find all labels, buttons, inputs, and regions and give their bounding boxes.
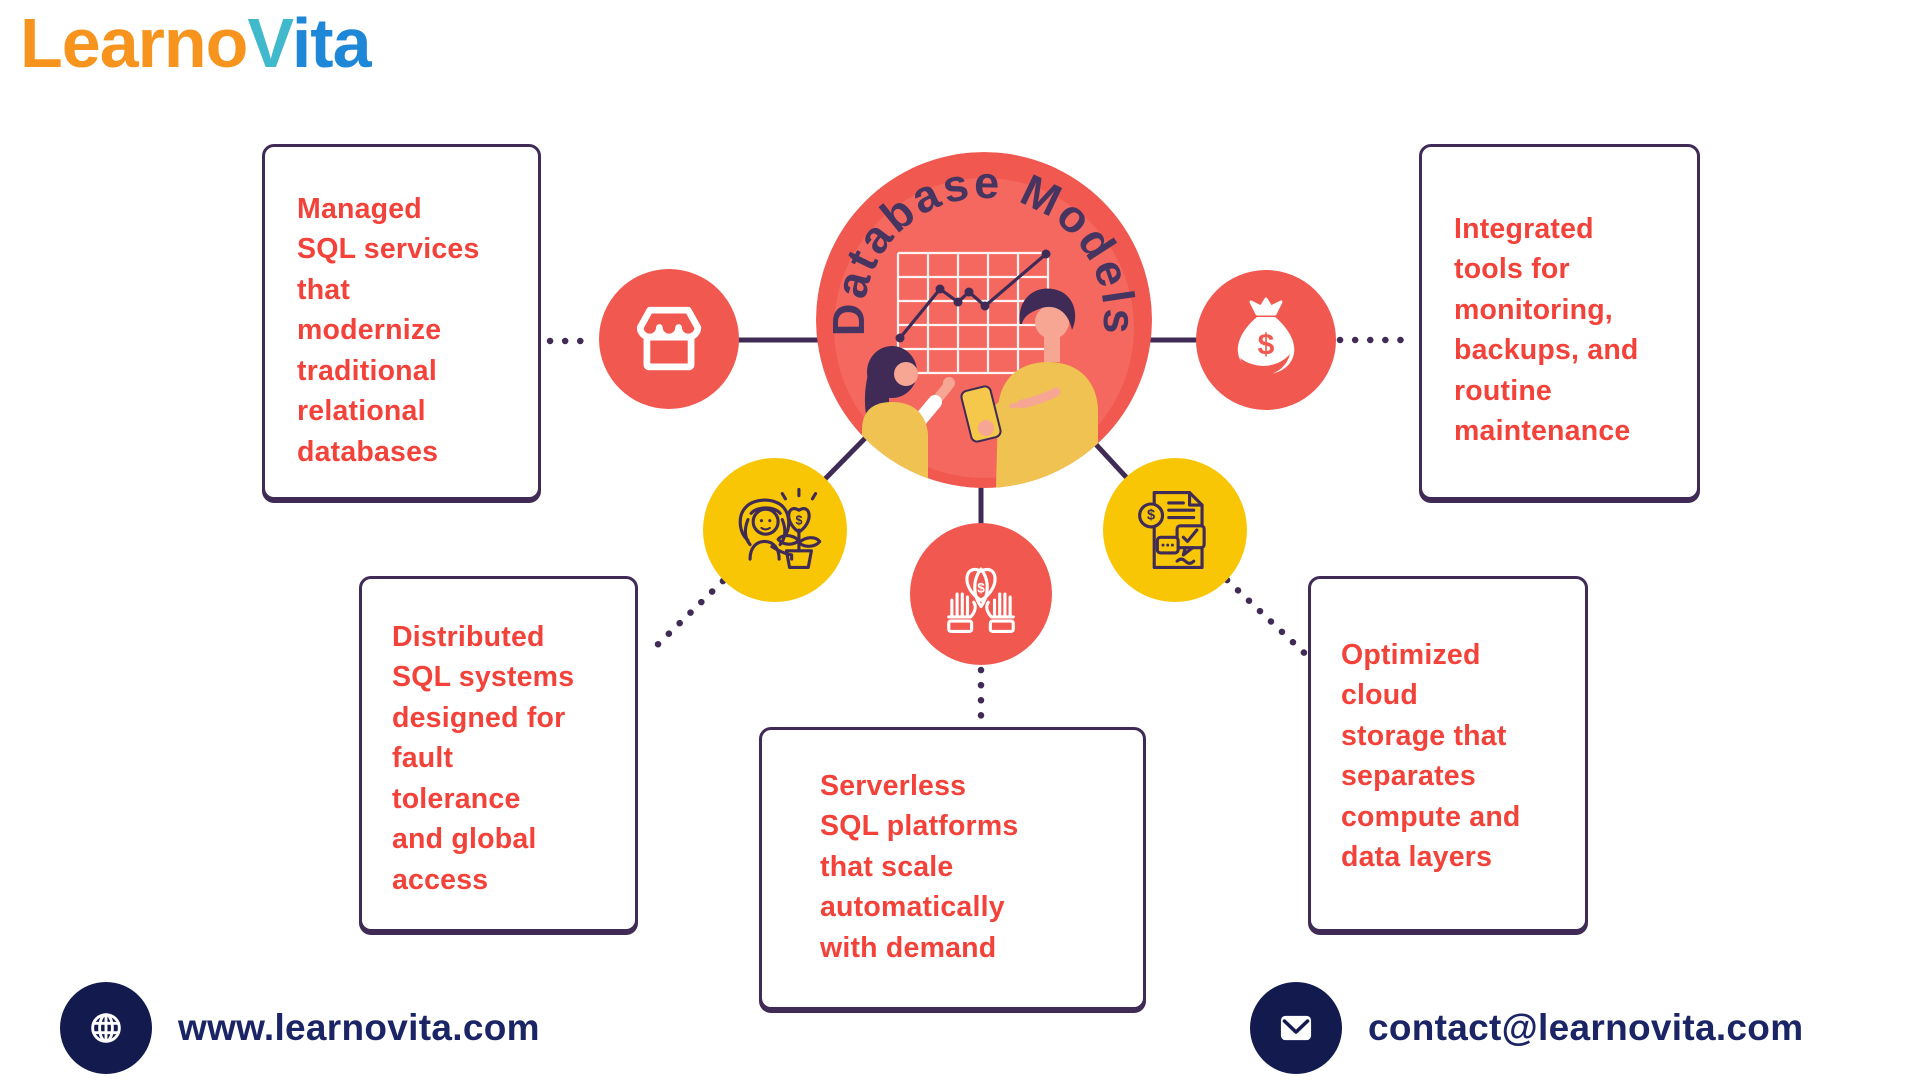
investment-woman-icon: $	[738, 487, 822, 569]
center-illustration	[816, 152, 1152, 488]
billing-invoice-icon: $	[1138, 491, 1206, 569]
money-bag-node: $	[1196, 270, 1336, 410]
website-contact: www.learnovita.com	[60, 982, 540, 1074]
note-integrated-tools-text: Integrated tools for monitoring, backups…	[1454, 213, 1639, 448]
note-optimized-cloud: Optimized cloud storage that separates c…	[1308, 576, 1588, 932]
note-managed-sql-text: Managed SQL services that modernize trad…	[297, 193, 480, 468]
logo-v: V	[247, 4, 292, 82]
dollar-glyph: $	[795, 514, 802, 528]
dollar-glyph: $	[977, 580, 985, 595]
storefront-icon	[636, 306, 702, 371]
email-contact: contact@learnovita.com	[1250, 982, 1803, 1074]
note-distributed-sql-text: Distributed SQL systems designed for fau…	[392, 621, 575, 896]
note-integrated-tools: Integrated tools for monitoring, backups…	[1419, 144, 1700, 500]
hands-money-icon: $	[947, 567, 1015, 633]
website-url: www.learnovita.com	[178, 1007, 540, 1048]
storefront-node	[599, 269, 739, 409]
central-topic: Database Models	[816, 152, 1152, 488]
logo-learno: Learno	[20, 4, 248, 82]
globe-icon	[60, 982, 152, 1074]
note-serverless-sql-text: Serverless SQL platforms that scale auto…	[820, 770, 1019, 964]
dollar-glyph: $	[1147, 507, 1155, 523]
note-serverless-sql: Serverless SQL platforms that scale auto…	[759, 727, 1146, 1010]
dotted-invoice-box5	[1223, 576, 1320, 668]
logo-ita: ita	[291, 4, 372, 82]
invoice-node: $	[1103, 458, 1247, 602]
note-distributed-sql: Distributed SQL systems designed for fau…	[359, 576, 638, 932]
brand-logo: LearnoVita	[20, 0, 372, 88]
man-figure	[960, 288, 1098, 488]
dotted-growth-box3	[644, 577, 727, 658]
note-managed-sql: Managed SQL services that modernize trad…	[262, 144, 541, 500]
email-address: contact@learnovita.com	[1368, 1007, 1804, 1048]
central-topic-graphic: Database Models	[816, 152, 1152, 488]
hands-money-node: $	[910, 523, 1052, 665]
money-bag-icon: $	[1237, 297, 1295, 376]
dollar-glyph: $	[1258, 329, 1275, 362]
growth-node: $	[703, 458, 847, 602]
note-optimized-cloud-text: Optimized cloud storage that separates c…	[1341, 639, 1521, 874]
envelope-icon	[1250, 982, 1342, 1074]
